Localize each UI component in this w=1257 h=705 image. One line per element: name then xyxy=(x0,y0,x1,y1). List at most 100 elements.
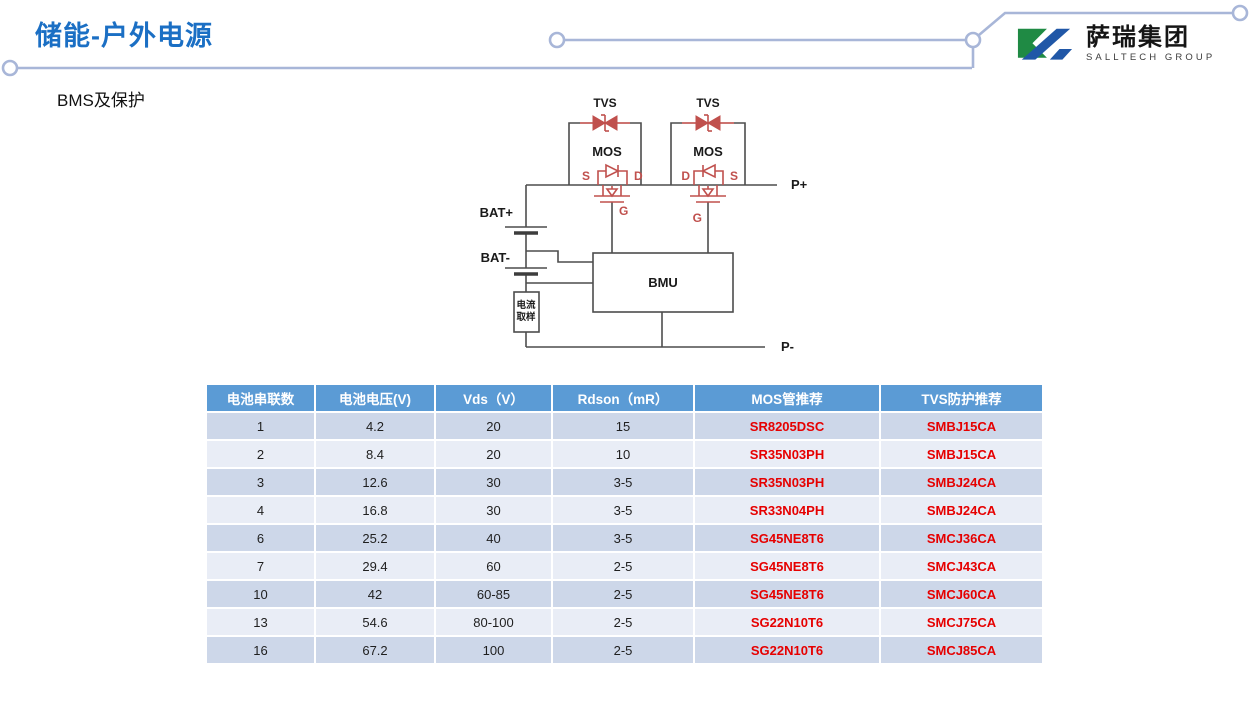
table-cell: 25.2 xyxy=(315,524,436,553)
page-title: 储能-户外电源 xyxy=(35,21,213,51)
table-cell: 67.2 xyxy=(315,636,436,665)
table-cell: 4 xyxy=(207,496,316,525)
mosfet1-symbol xyxy=(594,163,630,203)
column-header: Vds（V） xyxy=(435,385,553,413)
table-cell: 29.4 xyxy=(315,552,436,581)
tvs2-symbol xyxy=(682,114,734,132)
table-cell: SR35N03PH xyxy=(694,468,881,497)
table-cell: 100 xyxy=(435,636,553,665)
table-cell: SG45NE8T6 xyxy=(694,580,881,609)
table-cell: 20 xyxy=(435,440,553,469)
table-cell: SG45NE8T6 xyxy=(694,524,881,553)
table-cell: SMCJ43CA xyxy=(880,552,1044,581)
table-cell: SG22N10T6 xyxy=(694,608,881,637)
table-cell: 3 xyxy=(207,468,316,497)
bat-plus-label: BAT+ xyxy=(480,205,514,220)
section-subtitle: BMS及保护 xyxy=(57,91,145,110)
table-cell: 54.6 xyxy=(315,608,436,637)
current-sample-label-line2: 取样 xyxy=(516,311,536,323)
bmu-label: BMU xyxy=(648,275,678,290)
mos1-drain-label: D xyxy=(634,169,643,183)
tvs2-label: TVS xyxy=(696,96,719,110)
mos1-gate-label: G xyxy=(619,204,628,218)
bat-minus-label: BAT- xyxy=(481,250,510,265)
table-cell: 42 xyxy=(315,580,436,609)
table-cell: 40 xyxy=(435,524,553,553)
table-cell: SR33N04PH xyxy=(694,496,881,525)
mosfet2-symbol xyxy=(690,163,726,203)
table-cell: SMBJ15CA xyxy=(880,440,1044,469)
column-header: TVS防护推荐 xyxy=(880,385,1044,413)
table-cell: SMCJ36CA xyxy=(880,524,1044,553)
table-cell: 3-5 xyxy=(552,468,695,497)
logo-green-shape xyxy=(1017,28,1047,58)
table-cell: SR35N03PH xyxy=(694,440,881,469)
table-cell: 6 xyxy=(207,524,316,553)
table-cell: 3-5 xyxy=(552,524,695,553)
table-cell: 20 xyxy=(435,412,553,441)
mos1-source-label: S xyxy=(582,169,590,183)
table-cell: 10 xyxy=(552,440,695,469)
logo-name-en: SALLTECH GROUP xyxy=(1086,52,1216,63)
logo-blue-band xyxy=(1021,28,1071,60)
table-cell: SG22N10T6 xyxy=(694,636,881,665)
table-cell: SMCJ85CA xyxy=(880,636,1044,665)
table-cell: SMCJ60CA xyxy=(880,580,1044,609)
table-cell: 2-5 xyxy=(552,608,695,637)
bmu-box xyxy=(592,252,734,313)
company-logo: 萨瑞集团 SALLTECH GROUP xyxy=(1016,26,1215,72)
tvs1-label: TVS xyxy=(593,96,616,110)
table-cell: 15 xyxy=(552,412,695,441)
deco-circle-left xyxy=(1,59,19,77)
bms-circuit-diagram: TVS TVS MOS MOS S D G D S G BAT+ BAT- BM… xyxy=(480,96,808,354)
table-cell: 3-5 xyxy=(552,496,695,525)
current-sample-box xyxy=(513,291,540,333)
logo-mark-icon xyxy=(1017,28,1073,60)
table-cell: 7 xyxy=(207,552,316,581)
table-cell: 2-5 xyxy=(552,580,695,609)
table-cell: 12.6 xyxy=(315,468,436,497)
deco-circle-middle xyxy=(548,31,566,49)
logo-text: 萨瑞集团 SALLTECH GROUP xyxy=(1086,26,1215,63)
table-cell: 30 xyxy=(435,468,553,497)
table-cell: 8.4 xyxy=(315,440,436,469)
column-header: Rdson（mR） xyxy=(552,385,695,413)
circuit-wires xyxy=(525,122,777,348)
decorative-connector-lines xyxy=(1,4,1249,77)
table-cell: 30 xyxy=(435,496,553,525)
table-cell: 60-85 xyxy=(435,580,553,609)
table-cell: SR8205DSC xyxy=(694,412,881,441)
tvs1-symbol xyxy=(580,114,630,132)
table-cell: SMBJ24CA xyxy=(880,468,1044,497)
table-cell: 16.8 xyxy=(315,496,436,525)
table-cell: SMBJ24CA xyxy=(880,496,1044,525)
table-cell: 2 xyxy=(207,440,316,469)
table-cell: 4.2 xyxy=(315,412,436,441)
table-cell: 13 xyxy=(207,608,316,637)
deco-circle-top-right xyxy=(1231,4,1249,22)
table-cell: 10 xyxy=(207,580,316,609)
table-cell: 16 xyxy=(207,636,316,665)
deco-circle-right xyxy=(964,31,982,49)
column-header: MOS管推荐 xyxy=(694,385,881,413)
logo-blue-stub xyxy=(1049,49,1073,60)
table-cell: 80-100 xyxy=(435,608,553,637)
mos2-label: MOS xyxy=(693,144,723,159)
table-cell: 2-5 xyxy=(552,552,695,581)
table-cell: 60 xyxy=(435,552,553,581)
p-minus-label: P- xyxy=(781,339,794,354)
deco-line-top xyxy=(978,11,1233,36)
table-cell: 2-5 xyxy=(552,636,695,665)
table-cell: SG45NE8T6 xyxy=(694,552,881,581)
